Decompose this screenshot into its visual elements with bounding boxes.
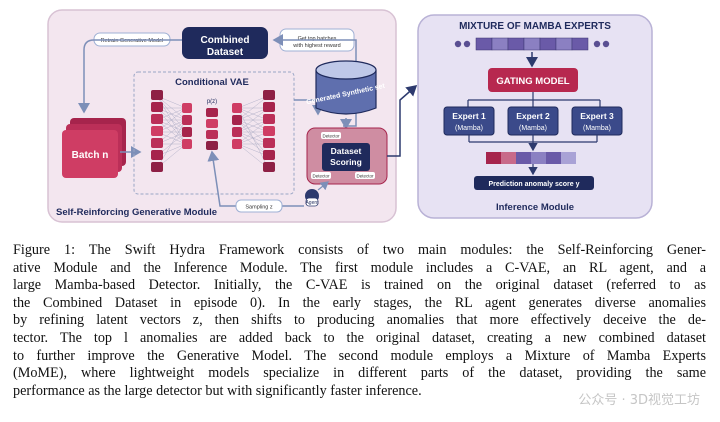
prediction-label: Prediction anomaly score y [488,181,579,188]
figure-caption: Figure 1: The Swift Hydra Framework cons… [13,242,706,400]
caption-line: (MoME), where lightweight models special… [13,365,706,382]
encoder-hidden-layer [182,103,192,149]
connector-arrow [387,85,418,157]
agent-icon: Agent [305,189,319,207]
detector-tag-top: Detector [322,134,340,139]
caption-line: Figure 1: The Swift Hydra Framework cons… [13,242,706,258]
pz-label: p(z) [207,99,217,105]
input-vector [454,37,610,51]
expert-2: Expert 2 (Mamba) [507,106,559,136]
right-module-label: Inference Module [496,202,574,213]
caption-line: tector. The top l anomalies are added ba… [13,329,706,346]
agent-label: Agent [305,200,319,206]
retrain-label: Retrain Generative Model [101,38,164,44]
expert-1-name: Expert 1 [452,111,486,121]
decoder-hidden-layer [232,103,242,149]
gating-model-label: GATING MODEL [496,76,569,87]
combined-dataset-box [182,27,268,59]
expert-3: Expert 3 (Mamba) [571,106,623,136]
watermark: 公众号 · 3D视觉工坊 [578,393,700,408]
expert-2-sub: (Mamba) [519,125,547,132]
sampling-label: Sampling z [245,205,272,211]
latent-vector [206,108,218,150]
dataset-scoring: Detector Dataset Scoring Detector Detect… [306,127,388,185]
expert-1: Expert 1 (Mamba) [443,106,495,136]
synthetic-set-cylinder: Generated Synthetic set [306,60,386,115]
caption-line: performance as the large detector but wi… [13,382,422,399]
expert-2-name: Expert 2 [516,111,550,121]
encoder-input-layer [151,90,163,172]
prediction-box [474,176,594,190]
conditional-vae-title: Conditional VAE [175,77,249,88]
output-vector [486,152,576,164]
decoder-output-layer [263,90,275,172]
dataset-scoring-label-2: Scoring [330,157,362,167]
encoder-network [156,95,187,169]
detector-tag-left: Detector [312,174,330,179]
mixture-title: MIXTURE OF MAMBA EXPERTS [459,21,611,32]
expert-3-sub: (Mamba) [583,125,611,132]
dataset-scoring-label: Dataset [331,146,362,156]
conditional-vae-frame [133,71,295,195]
retrain-arrow [78,39,182,114]
inference-module: MIXTURE OF MAMBA EXPERTS GATING MODEL Ex… [417,14,653,219]
batch-label: Batch n [72,150,109,161]
gating-model-box [488,68,578,92]
caption-line: by refining latent vectors z, then shift… [13,312,706,329]
expert-1-sub: (Mamba) [455,125,483,132]
caption-line: to further improve the Generative Model.… [13,347,706,364]
caption-line: the Combined Dataset in episode 0). In t… [13,294,706,311]
left-module-label: Self-Reinforcing Generative Module [56,207,217,218]
expert-3-name: Expert 3 [580,111,614,121]
batch-stack: Batch n [62,118,126,178]
detector-tag-right: Detector [356,174,374,179]
caption-line: large Mamba-based Detector. Initially, t… [13,277,706,294]
decoder-network [237,95,269,169]
caption-line: ative Module and the Inference Module. T… [13,259,706,276]
